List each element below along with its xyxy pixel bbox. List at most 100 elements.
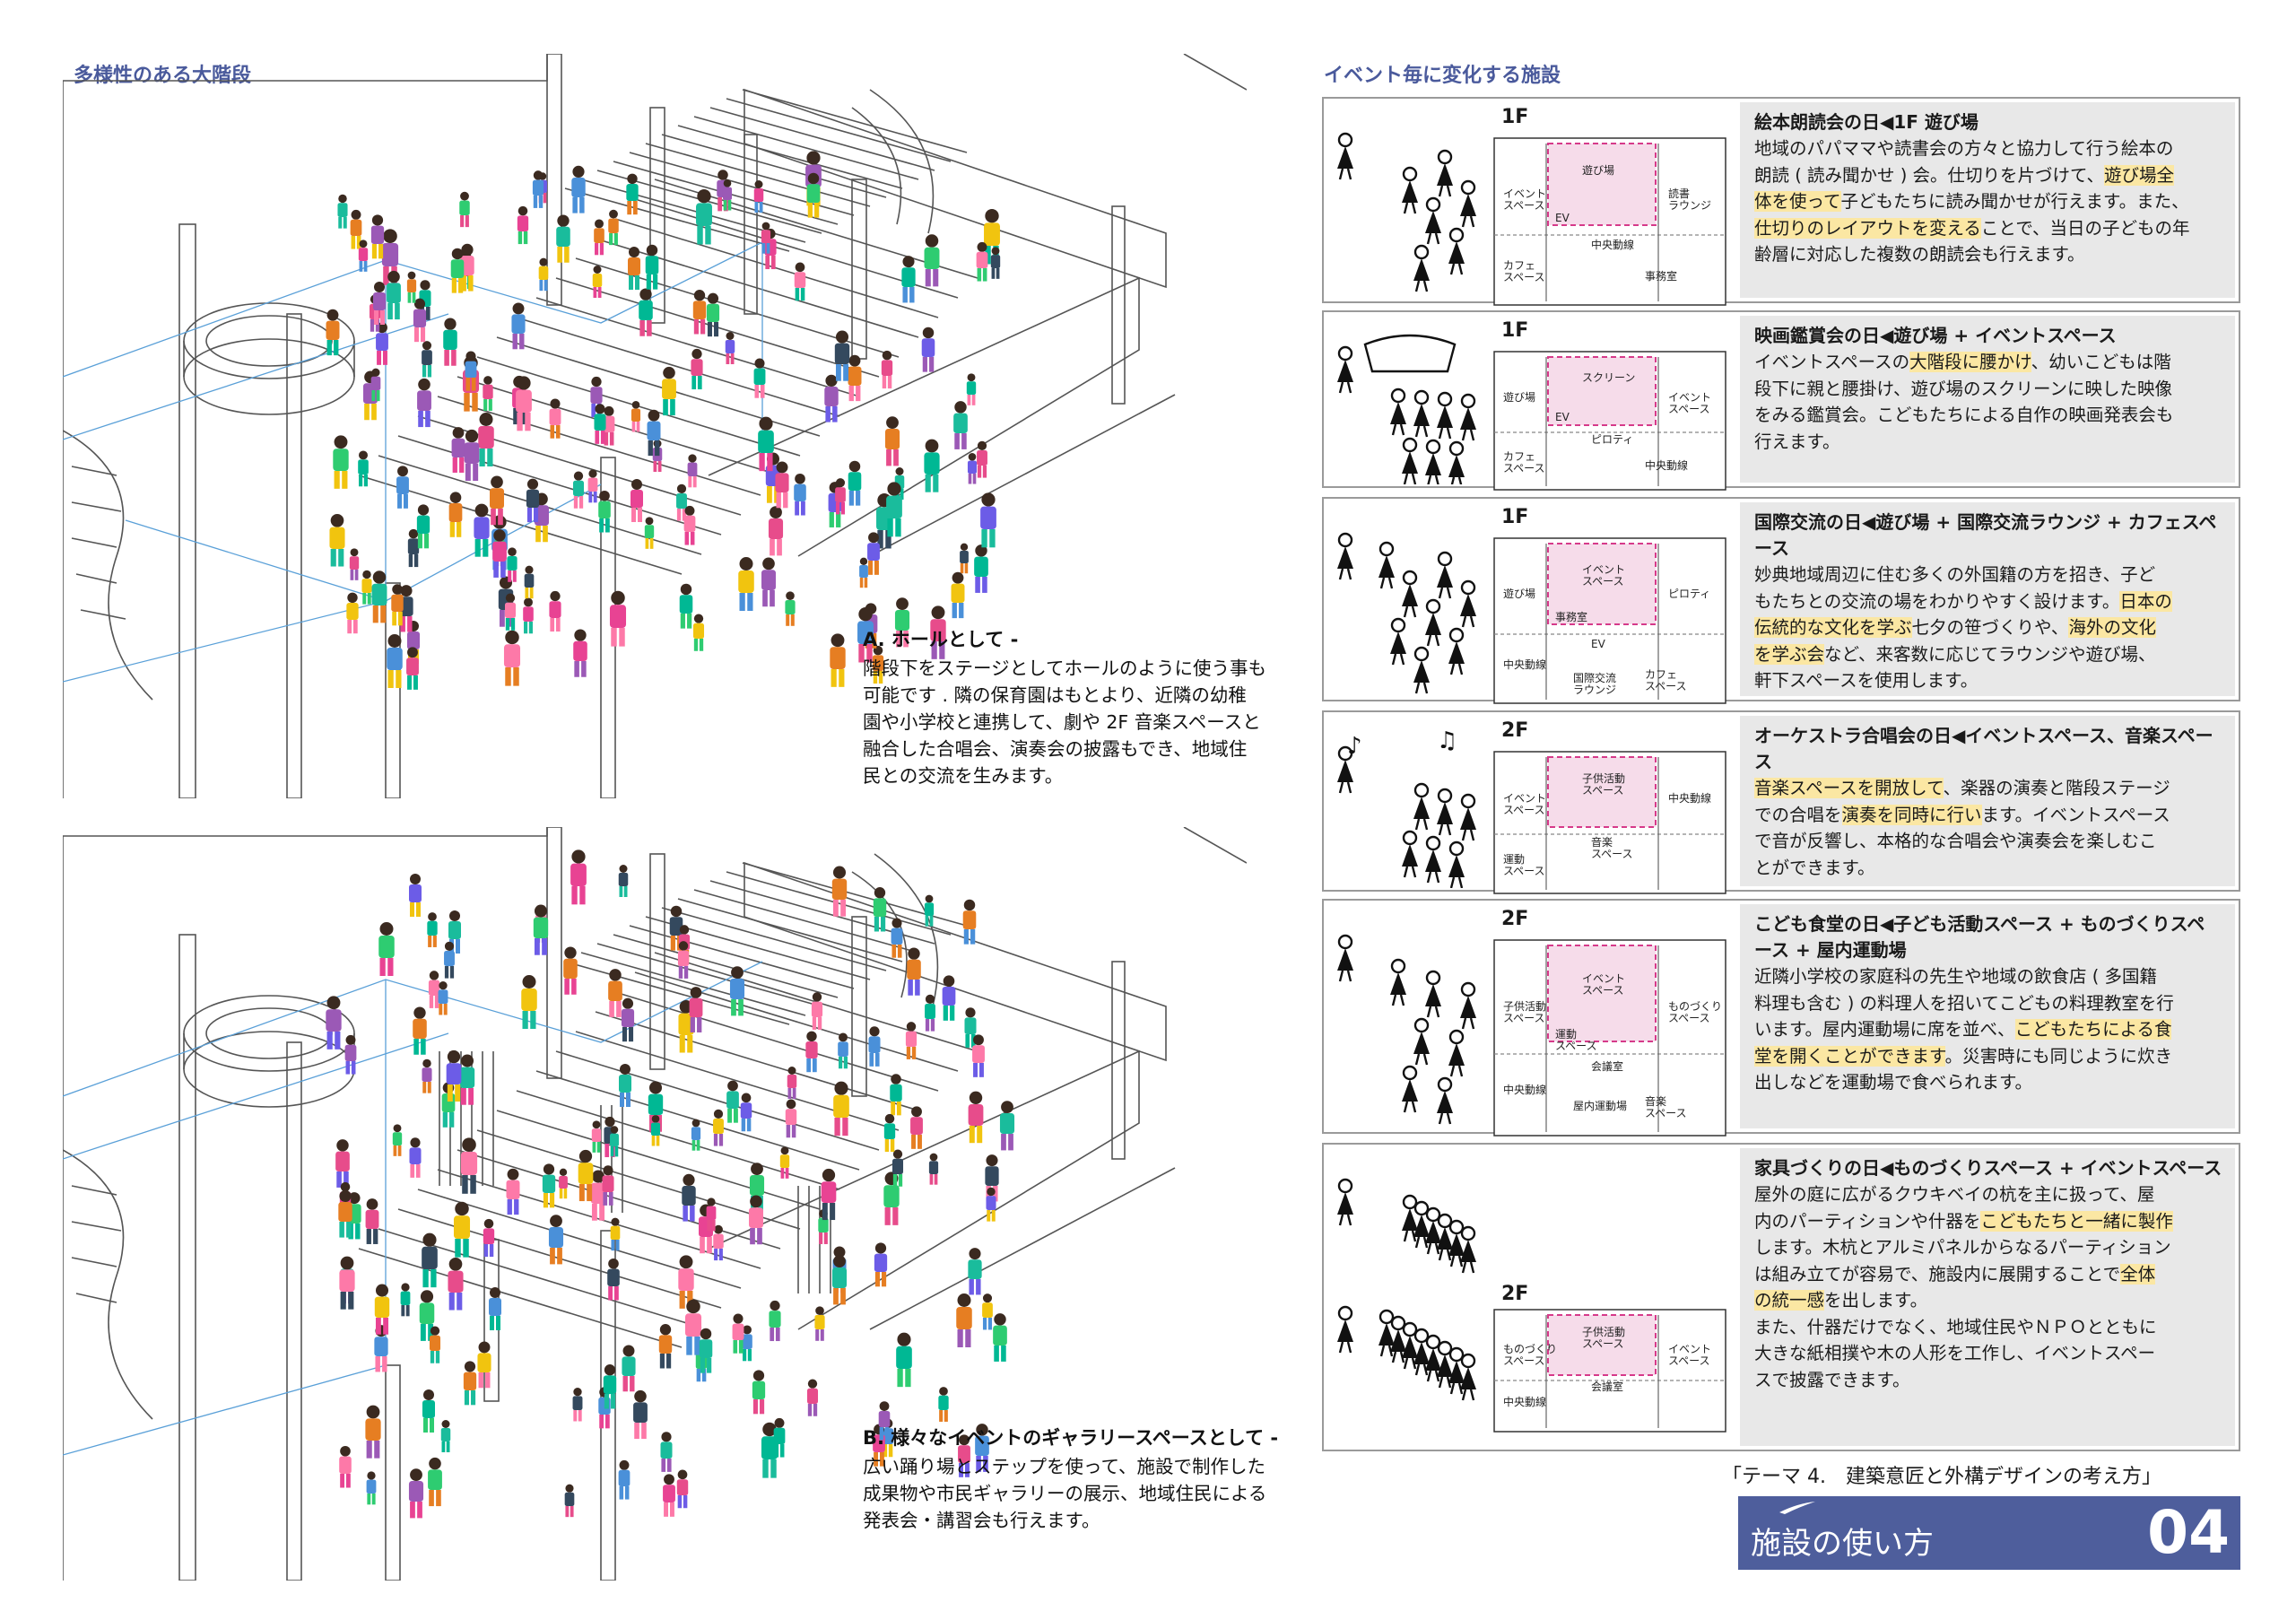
event-title: 映画鑑賞会の日◀遊び場 + イベントスペース bbox=[1754, 325, 2117, 346]
description-text: 内のパーティションや什器を bbox=[1754, 1210, 1981, 1232]
caption-gallery-line: 広い踊り場とステップを使って、施設で制作した bbox=[863, 1456, 1265, 1477]
people-sketch-icon bbox=[1337, 1178, 1476, 1274]
highlighted-text: 体を使って bbox=[1754, 191, 1841, 212]
description-text: 出しなどを運動場で食べられます。 bbox=[1754, 1072, 2033, 1093]
plan-room-label: 子供活動 bbox=[1582, 1326, 1625, 1338]
description-text: など、来客数に応じてラウンジや遊び場、 bbox=[1824, 643, 2156, 665]
people-sketch-icon bbox=[1337, 334, 1476, 489]
event-description: 国際交流の日◀遊び場 + 国際交流ラウンジ + カフェスペース妙典地域周辺に住む… bbox=[1740, 502, 2235, 696]
plan-room-label: スペース bbox=[1503, 1012, 1545, 1024]
people-sketch-icon bbox=[1337, 132, 1476, 292]
event-description-line: 堂を開くことができます。災害時にも同じように炊き bbox=[1754, 1043, 2222, 1070]
description-text: 近隣小学校の家庭科の先生や地域の飲食店 ( 多国籍 bbox=[1754, 966, 2158, 987]
description-text: 段下に親と腰掛け、遊び場のスクリーンに映した映像 bbox=[1754, 378, 2173, 399]
highlighted-text: こどもたちによる食 bbox=[2014, 1019, 2172, 1040]
plan-room-label: スペース bbox=[1582, 575, 1624, 588]
plan-room-label: 遊び場 bbox=[1503, 390, 1535, 404]
page-section-label: 施設の使い方 bbox=[1751, 1526, 1934, 1562]
description-text: 行えます。 bbox=[1754, 431, 1840, 452]
plan-room-label: 子供活動 bbox=[1503, 1000, 1546, 1013]
plan-room-label: 国際交流 bbox=[1573, 671, 1616, 684]
plan-room-label: イベント bbox=[1503, 187, 1546, 200]
description-text: で音が反響し、本格的な合唱会や演奏会を楽しむこ bbox=[1754, 831, 2157, 851]
event-description-line: 音楽スペースを開放して、楽器の演奏と階段ステージ bbox=[1754, 775, 2222, 802]
floor-label: 2F bbox=[1501, 908, 1529, 930]
event-title: 国際交流の日◀遊び場 + 国際交流ラウンジ + カフェスペース bbox=[1754, 511, 2217, 559]
event-description-line: イベントスペースの大階段に腰かけ、幼いこどもは階 bbox=[1754, 349, 2222, 376]
description-text: 七夕の笹づくりや、 bbox=[1911, 617, 2069, 638]
floor-plan-diagram: スクリーン遊び場イベントスペースピロティカフェスペース中央動線EV bbox=[1493, 351, 1726, 491]
plan-room-label: ものづくり bbox=[1503, 1343, 1557, 1355]
highlighted-text: 演奏を同時に行い bbox=[1841, 804, 1982, 825]
highlighted-text: 全体 bbox=[2120, 1263, 2156, 1285]
description-text: 。災害時にも同じように炊き bbox=[1944, 1045, 2173, 1067]
plan-room-label: スペース bbox=[1645, 680, 1687, 692]
stair-section-title: 多様性のある大階段 bbox=[74, 65, 252, 87]
floor-plan-diagram: 遊び場イベントスペース読書ラウンジ中央動線カフェスペース事務室EV bbox=[1493, 137, 1726, 306]
stair-illustration-b bbox=[63, 827, 1247, 1581]
event-description-line: での合唱を演奏を同時に行います。イベントスペース bbox=[1754, 802, 2222, 829]
event-description-line: 仕切りのレイアウトを変えることで、当日の子どもの年 bbox=[1754, 215, 2222, 242]
event-sketch bbox=[1329, 104, 1489, 296]
event-title: こども食堂の日◀子ども活動スペース + ものづくりスペース + 屋内運動場 bbox=[1754, 913, 2205, 961]
event-description-line: 行えます。 bbox=[1754, 429, 2222, 456]
plan-room-label: 中央動線 bbox=[1503, 1083, 1546, 1096]
event-title: 家具づくりの日◀ものづくりスペース + イベントスペース bbox=[1754, 1157, 2222, 1179]
plan-room-label: スペース bbox=[1503, 804, 1545, 816]
event-description: 家具づくりの日◀ものづくりスペース + イベントスペース屋外の庭に広がるクウキベ… bbox=[1740, 1148, 2235, 1446]
caption-gallery: B. 様々なイベントのギャラリースペースとして - 広い踊り場とステップを使って… bbox=[863, 1424, 1311, 1534]
highlighted-text: 堂を開くことができます bbox=[1754, 1045, 1945, 1067]
plan-room-label: カフェ bbox=[1645, 668, 1677, 681]
event-description-line: を学ぶ会など、来客数に応じてラウンジや遊び場、 bbox=[1754, 641, 2222, 668]
event-description-line: をみる鑑賞会。こどもたちによる自作の映画発表会も bbox=[1754, 402, 2222, 429]
caption-hall-title: A. ホールとして - bbox=[863, 629, 1019, 650]
plan-room-label: スペース bbox=[1645, 1107, 1687, 1119]
description-text: スで披露できます。 bbox=[1754, 1369, 1910, 1390]
plan-room-label: スペース bbox=[1591, 848, 1633, 860]
description-text: います。屋内運動場に席を並べ、 bbox=[1754, 1019, 2015, 1040]
event-description-line: します。木杭とアルミパネルからなるパーティション bbox=[1754, 1234, 2222, 1261]
plan-room-label: ピロティ bbox=[1591, 433, 1633, 446]
event-sketch bbox=[1329, 1150, 1571, 1444]
description-text: は組み立てが容易で、施設内に展開することで bbox=[1754, 1263, 2121, 1285]
plan-room-label: スクリーン bbox=[1582, 371, 1635, 384]
highlighted-text: こどもたちと一緒に製作 bbox=[1980, 1210, 2173, 1232]
description-text: 料理も含む ) の料理人を招いてこどもの料理教室を行 bbox=[1754, 992, 2174, 1014]
stair-illustration-a bbox=[63, 54, 1247, 798]
event-description-line: 出しなどを運動場で食べられます。 bbox=[1754, 1069, 2222, 1096]
events-section-title: イベント毎に変化する施設 bbox=[1324, 65, 1561, 87]
plan-room-label: 事務室 bbox=[1555, 610, 1587, 623]
plan-room-label: 運動 bbox=[1555, 1028, 1577, 1041]
highlighted-text: 仕切りのレイアウトを変える bbox=[1754, 217, 1981, 239]
plan-room-label: スペース bbox=[1503, 462, 1545, 475]
event-description-line: 伝統的な文化を学ぶ七夕の笹づくりや、海外の文化 bbox=[1754, 614, 2222, 641]
event-description-line: 大きな紙相撲や木の人形を工作し、イベントスペー bbox=[1754, 1340, 2222, 1367]
description-text: 齢層に対応した複数の朗読会も行えます。 bbox=[1754, 244, 2085, 265]
plan-room-label: スペース bbox=[1503, 865, 1545, 877]
event-sketch bbox=[1329, 318, 1489, 489]
floor-plan-diagram: イベントスペース遊び場ピロティEV中央動線カフェスペース事務室国際交流ラウンジ bbox=[1493, 537, 1726, 704]
event-description-line: 料理も含む ) の料理人を招いてこどもの料理教室を行 bbox=[1754, 990, 2222, 1017]
caption-hall-line: 融合した合唱会、演奏会の披露もでき、地域住 bbox=[863, 738, 1248, 760]
event-description: 映画鑑賞会の日◀遊び場 + イベントスペースイベントスペースの大階段に腰かけ、幼… bbox=[1740, 316, 2235, 483]
event-description-line: 地域のパパママや読書会の方々と協力して行う絵本の bbox=[1754, 135, 2222, 162]
plan-room-label: 子供活動 bbox=[1582, 772, 1625, 785]
event-description-line: 内のパーティションや什器をこどもたちと一緒に製作 bbox=[1754, 1208, 2222, 1235]
svg-text:♪: ♪ bbox=[1347, 733, 1362, 760]
event-description-line: 齢層に対応した複数の朗読会も行えます。 bbox=[1754, 241, 2222, 268]
event-description-line: 近隣小学校の家庭科の先生や地域の飲食店 ( 多国籍 bbox=[1754, 963, 2222, 990]
description-text: また、什器だけでなく、地域住民やＮＰＯとともに bbox=[1754, 1316, 2157, 1337]
caption-gallery-line: 成果物や市民ギャラリーの展示、地域住民による bbox=[863, 1483, 1267, 1504]
highlighted-text: 遊び場全 bbox=[2104, 164, 2175, 186]
plan-room-label: スペース bbox=[1668, 403, 1710, 415]
description-text: ます。イベントスペース bbox=[1981, 804, 2170, 825]
